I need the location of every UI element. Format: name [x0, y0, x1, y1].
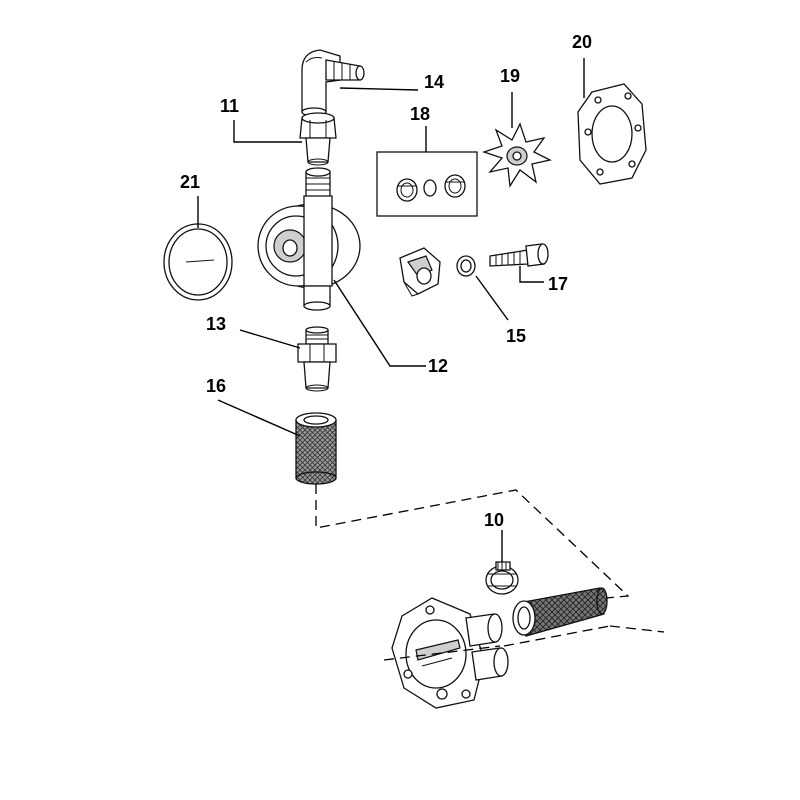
callout-16: 16: [206, 376, 226, 396]
part-21-large-o-ring: [163, 223, 233, 301]
callout-15: 15: [506, 326, 526, 346]
part-11-hex-adapter: [299, 112, 337, 166]
part-12-pump-body: [257, 167, 361, 311]
callout-labels: 11 14 18 19 20 21 12 13 16 17 15 10: [180, 32, 592, 530]
part-13-hose-nipple: [297, 326, 337, 392]
callout-18: 18: [410, 104, 430, 124]
part-10-hose-clamp: [485, 561, 519, 595]
callout-19: 19: [500, 66, 520, 86]
callout-13: 13: [206, 314, 226, 334]
part-18-seal-kit: [376, 151, 478, 217]
part-16-strainer: [295, 412, 337, 485]
part-15-washer: [456, 255, 476, 277]
callout-17: 17: [548, 274, 568, 294]
part-14-elbow-fitting: [301, 49, 365, 117]
callout-20: 20: [572, 32, 592, 52]
callout-12: 12: [428, 356, 448, 376]
pump-cover: [391, 597, 509, 709]
hose: [512, 587, 608, 637]
callout-10: 10: [484, 510, 504, 530]
callout-14: 14: [424, 72, 444, 92]
part-20-cover-gasket: [577, 83, 647, 185]
callout-21: 21: [180, 172, 200, 192]
callout-11: 11: [220, 96, 239, 116]
assembly-dashed-lines: [315, 484, 665, 661]
cam-part: [399, 247, 441, 297]
leader-lines: [197, 58, 585, 562]
part-17-screw: [489, 243, 549, 267]
part-19-impeller: [481, 122, 552, 188]
